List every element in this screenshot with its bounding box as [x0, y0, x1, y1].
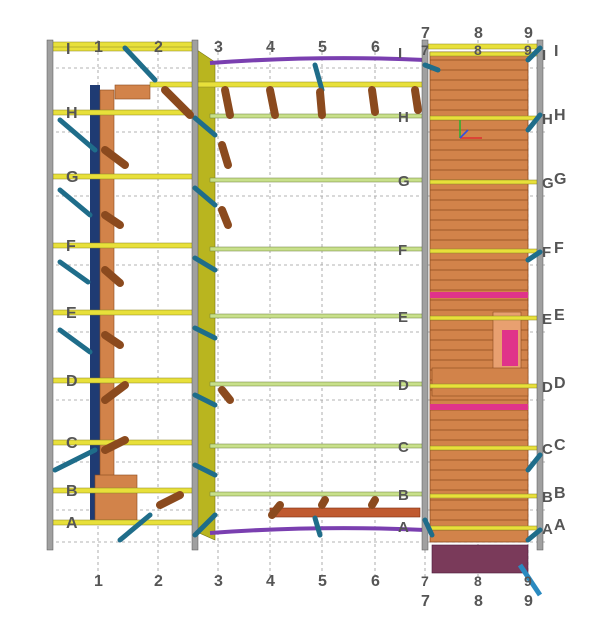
xyz-axis-icon	[459, 120, 482, 139]
column-label-bottom2-9: 9	[524, 573, 532, 589]
row-label-right-E: E	[542, 311, 552, 328]
row-label-right-G: G	[542, 175, 554, 192]
row-label-mid-G: G	[398, 173, 410, 190]
row-label-right2-E: E	[554, 307, 565, 324]
steel-columns	[46, 39, 544, 551]
row-label-left-I: I	[66, 41, 70, 58]
column-label-top2-7: 7	[421, 42, 429, 58]
row-label-left-F: F	[66, 238, 76, 255]
column-label-bottom-4: 4	[266, 573, 275, 590]
column-label-top2-8: 8	[474, 42, 482, 58]
column-label-bottom-6: 6	[371, 573, 380, 590]
row-label-right-A: A	[542, 521, 553, 538]
row-label-right2-I: I	[554, 43, 558, 60]
row-label-mid-D: D	[398, 377, 409, 394]
right-slab	[429, 51, 543, 597]
row-label-mid-B: B	[398, 487, 409, 504]
column-label-top-5: 5	[318, 39, 327, 56]
column-label-bottom-1: 1	[94, 573, 103, 590]
row-label-left-C: C	[66, 435, 78, 452]
row-label-right-B: B	[542, 489, 553, 506]
left-wall	[90, 84, 151, 525]
row-label-left-E: E	[66, 305, 77, 322]
row-label-right-C: C	[542, 441, 553, 458]
row-label-mid-I: I	[398, 45, 402, 62]
column-label-bottom2-8: 8	[474, 573, 482, 589]
row-label-mid-C: C	[398, 439, 409, 456]
column-label-top-2: 2	[154, 39, 163, 56]
column-label-top-7: 7	[421, 25, 430, 42]
row-label-right2-G: G	[554, 171, 566, 188]
row-label-left-G: G	[66, 169, 78, 186]
row-label-right2-F: F	[554, 240, 564, 257]
row-label-right-I: I	[542, 47, 546, 64]
column-label-bottom-3: 3	[214, 573, 223, 590]
row-label-right-F: F	[542, 244, 551, 261]
column-label-top-4: 4	[266, 39, 275, 56]
row-label-right-H: H	[542, 111, 553, 128]
column-label-bottom-5: 5	[318, 573, 327, 590]
row-label-mid-F: F	[398, 242, 407, 259]
column-label-top-6: 6	[371, 39, 380, 56]
column-label-bottom-9: 9	[524, 593, 533, 610]
row-label-right-D: D	[542, 379, 553, 396]
column-label-bottom-7: 7	[421, 593, 430, 610]
column-label-bottom-2: 2	[154, 573, 163, 590]
row-label-right2-B: B	[554, 485, 566, 502]
column-label-bottom-8: 8	[474, 593, 483, 610]
row-label-mid-A: A	[398, 519, 409, 536]
column-label-top-3: 3	[214, 39, 223, 56]
row-label-right2-C: C	[554, 437, 566, 454]
row-label-left-H: H	[66, 105, 78, 122]
row-label-mid-E: E	[398, 309, 408, 326]
row-label-right2-H: H	[554, 107, 566, 124]
column-label-top2-9: 9	[524, 42, 532, 58]
row-label-right2-A: A	[554, 517, 566, 534]
pile-members	[101, 86, 422, 519]
row-label-left-D: D	[66, 373, 78, 390]
row-label-left-B: B	[66, 483, 78, 500]
row-label-mid-H: H	[398, 109, 409, 126]
column-label-top-9: 9	[524, 25, 533, 42]
column-label-top-1: 1	[94, 39, 103, 56]
column-label-top-8: 8	[474, 25, 483, 42]
column-label-bottom2-7: 7	[421, 573, 429, 589]
row-label-left-A: A	[66, 515, 78, 532]
diagonal-braces	[52, 45, 543, 543]
row-label-right2-D: D	[554, 375, 566, 392]
